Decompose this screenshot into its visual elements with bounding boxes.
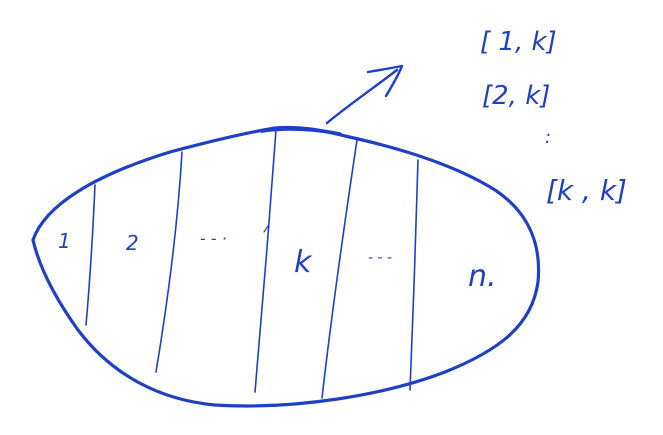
interval-label-k: [k , k] xyxy=(546,174,627,207)
region-label-k: k xyxy=(294,245,313,280)
arrow-head-icon xyxy=(366,64,404,98)
divider-line-2 xyxy=(155,151,183,373)
region-label-ellipsis-right: - - - xyxy=(368,250,392,266)
stray-tick xyxy=(263,225,269,233)
region-label-1: 1 xyxy=(58,229,71,253)
divider-line-4 xyxy=(321,139,358,399)
interval-label-2: [2, k] xyxy=(482,81,550,111)
region-label-ellipsis-left: - - · xyxy=(200,229,227,248)
arrow-shaft xyxy=(325,68,399,125)
region-label-n: n. xyxy=(468,259,497,294)
region-label-2: 2 xyxy=(126,231,139,255)
divider-line-1 xyxy=(85,184,96,326)
interval-label-1: [ 1, k] xyxy=(480,27,557,57)
interval-dots: : xyxy=(545,127,551,148)
divider-line-5 xyxy=(409,159,419,391)
blob-top-overstroke xyxy=(260,127,342,136)
divider-line-3 xyxy=(254,129,277,393)
blob-outline xyxy=(31,125,541,408)
